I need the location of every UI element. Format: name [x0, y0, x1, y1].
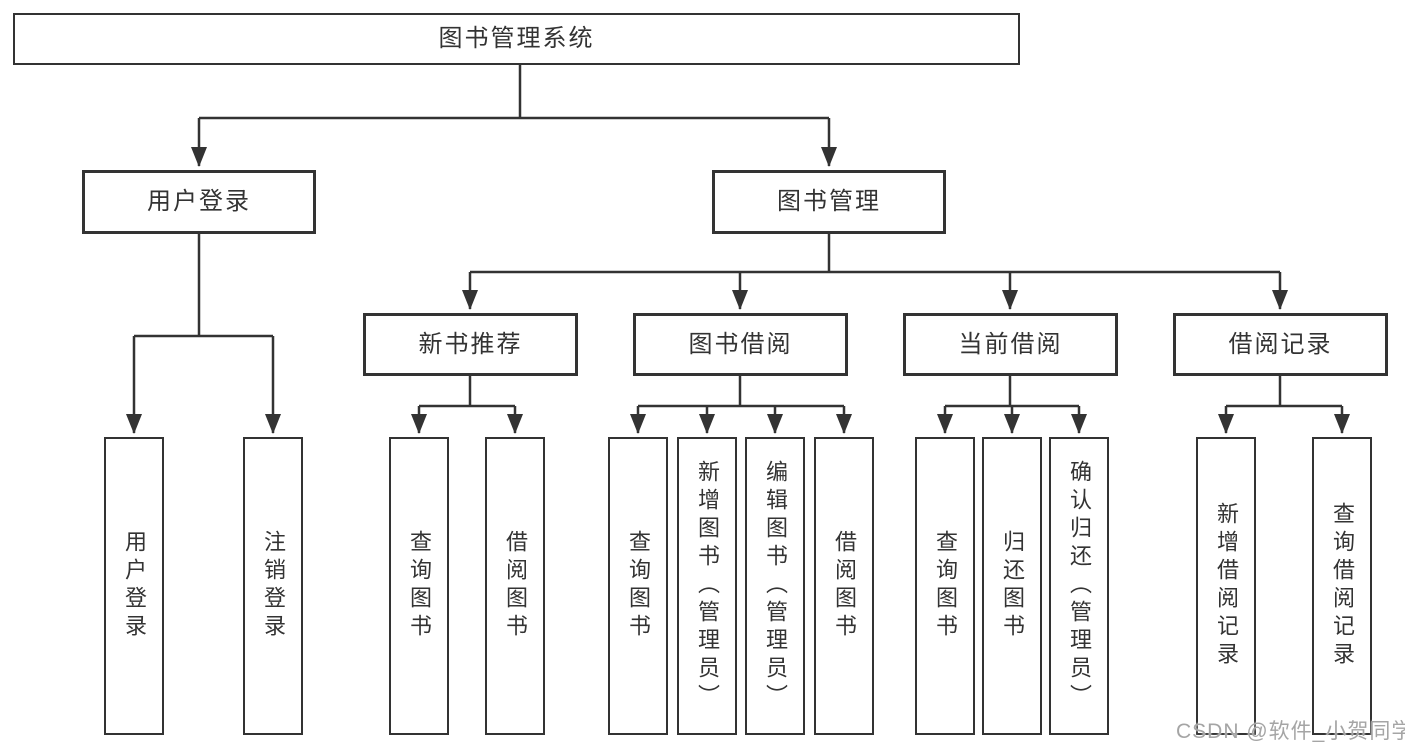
node-book-borrowing: 图书借阅 [633, 313, 848, 376]
node-book-management: 图书管理 [712, 170, 946, 234]
node-library-management-system: 图书管理系统 [13, 13, 1020, 65]
node-leaf-add-book-admin: 新增图书（管理员） [677, 437, 737, 735]
node-new-book-recommendation: 新书推荐 [363, 313, 578, 376]
node-leaf-user-login: 用户登录 [104, 437, 164, 735]
node-leaf-query-books-3: 查询图书 [915, 437, 975, 735]
node-leaf-return-books: 归还图书 [982, 437, 1042, 735]
watermark: CSDN @软件_小贺同学 [1176, 720, 1405, 743]
node-leaf-borrow-books-2: 借阅图书 [814, 437, 874, 735]
node-leaf-query-books-2: 查询图书 [608, 437, 668, 735]
node-leaf-query-books-1: 查询图书 [389, 437, 449, 735]
node-leaf-confirm-return-admin: 确认归还（管理员） [1049, 437, 1109, 735]
node-leaf-edit-book-admin: 编辑图书（管理员） [745, 437, 805, 735]
node-current-borrowing: 当前借阅 [903, 313, 1118, 376]
node-leaf-add-borrow-record: 新增借阅记录 [1196, 437, 1256, 735]
node-user-login: 用户登录 [82, 170, 316, 234]
node-leaf-logout: 注销登录 [243, 437, 303, 735]
node-borrowing-records: 借阅记录 [1173, 313, 1388, 376]
node-leaf-query-borrow-record: 查询借阅记录 [1312, 437, 1372, 735]
node-leaf-borrow-books-1: 借阅图书 [485, 437, 545, 735]
